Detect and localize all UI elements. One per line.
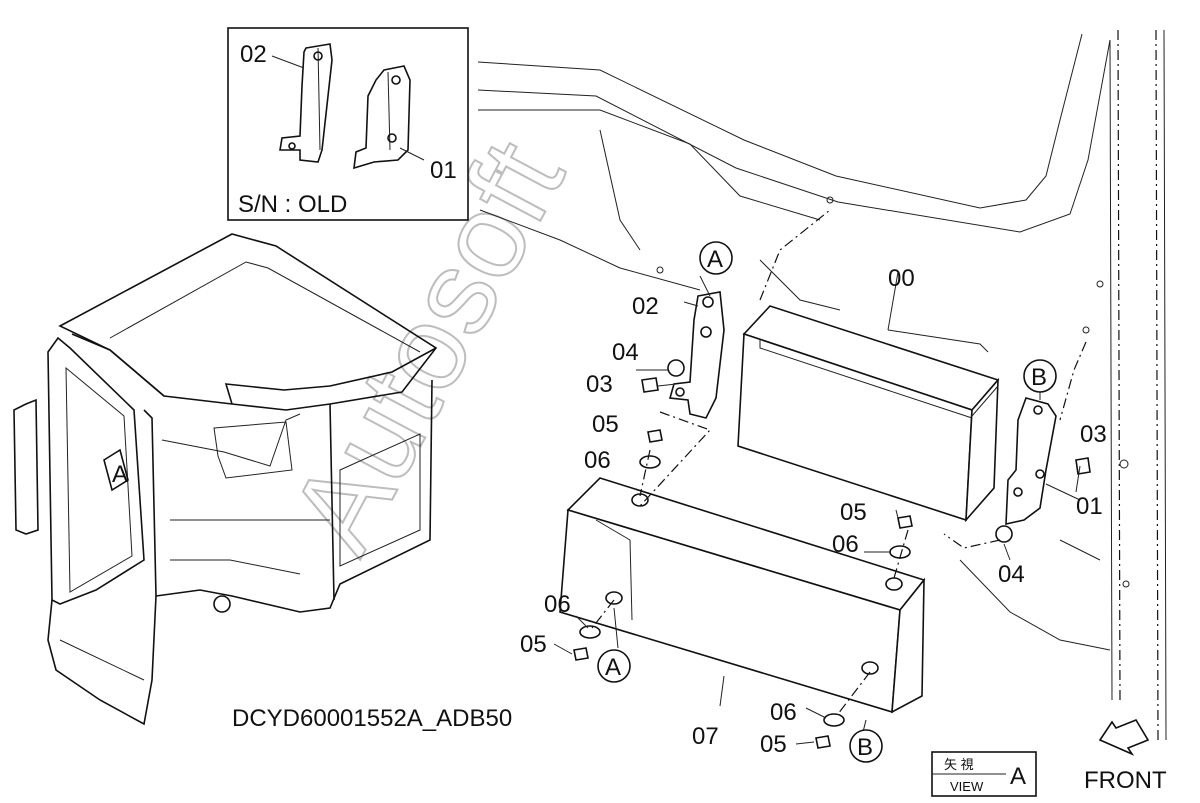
part-02-bracket	[668, 291, 725, 419]
drawing-id: DCYD60001552A_ADB50	[232, 705, 512, 732]
view-a-box: 矢 視 VIEW A	[931, 751, 1037, 797]
svg-text:A: A	[707, 246, 723, 273]
label-01: 01	[1076, 493, 1103, 520]
callout-b-bottom: B	[849, 729, 883, 763]
inset-label-01: 01	[430, 157, 457, 184]
callout-a-top: A	[699, 241, 733, 275]
watermark: Autosoft	[265, 121, 590, 573]
label-07: 07	[692, 723, 719, 750]
part-labels: 00 02 04 03 05 06 03 01 05 06 04 06 05 0…	[520, 265, 1107, 758]
callout-circles: A B A B	[597, 241, 1057, 763]
svg-text:A: A	[605, 654, 621, 681]
callout-a-bottom: A	[597, 649, 631, 683]
part-00-box	[737, 305, 1000, 523]
cab-view-a-label: A	[112, 461, 128, 488]
label-00: 00	[888, 265, 915, 292]
label-03-right: 03	[1080, 421, 1107, 448]
view-kanji: 矢 視	[944, 757, 974, 772]
label-05-lower-right: 05	[760, 731, 787, 758]
callout-b-top: B	[1023, 359, 1057, 393]
label-05-upper-right: 05	[840, 499, 867, 526]
inset-caption: S/N : OLD	[238, 191, 347, 218]
svg-text:B: B	[857, 734, 873, 761]
front-indicator: FRONT	[1084, 719, 1167, 794]
front-label: FRONT	[1084, 767, 1167, 794]
label-06-lower-right: 06	[770, 699, 797, 726]
part-01-bracket	[1005, 397, 1057, 526]
label-05-upper-left: 05	[592, 411, 619, 438]
front-arrow-icon	[1098, 719, 1150, 756]
label-06-upper-left: 06	[584, 447, 611, 474]
leader-lines	[553, 209, 1087, 745]
machine-background	[477, 29, 1167, 741]
label-06-lower-left: 06	[544, 591, 571, 618]
view-word: VIEW	[950, 779, 984, 794]
part-07-cover	[559, 477, 926, 714]
label-06-upper-right: 06	[832, 531, 859, 558]
label-04-right: 04	[998, 561, 1025, 588]
svg-text:B: B	[1031, 364, 1047, 391]
label-03-left: 03	[586, 371, 613, 398]
label-04-left: 04	[612, 339, 639, 366]
view-letter: A	[1010, 763, 1026, 790]
inset-old-brackets: 02 01 S/N : OLD	[227, 27, 469, 221]
inset-label-02: 02	[240, 41, 267, 68]
cab-frame: A	[13, 233, 438, 726]
label-05-lower-left: 05	[520, 631, 547, 658]
label-02: 02	[632, 293, 659, 320]
